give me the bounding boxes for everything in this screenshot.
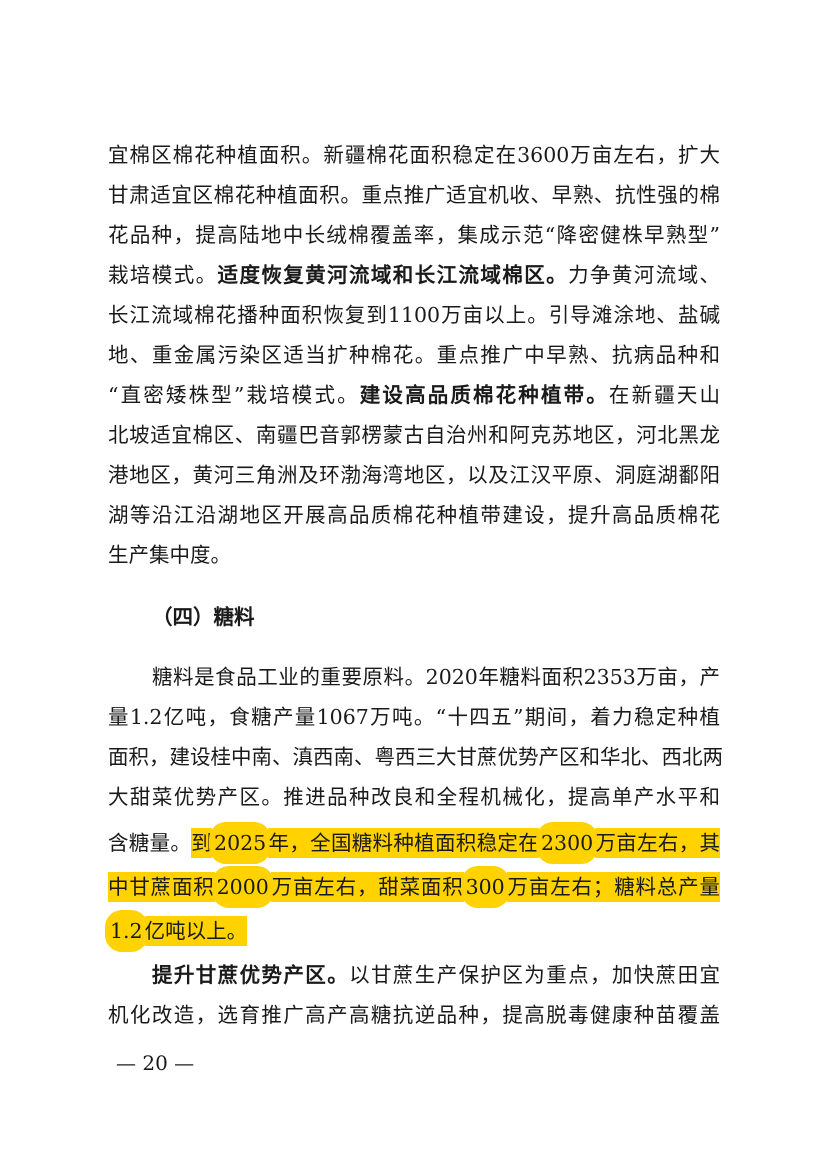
paragraph-line: 港地区，黄河三角洲及环渤海湾地区，以及江汉平原、洞庭湖鄱阳 [108, 463, 720, 487]
bold-subheading: 提升甘蔗优势产区。 [152, 963, 350, 987]
highlighted-number: 2300 [539, 825, 596, 861]
text-run: “直密矮株型”栽培模式。 [108, 383, 360, 407]
highlighted-text: 万亩左右，其 [595, 831, 721, 855]
highlighted-number: 2025 [212, 825, 269, 861]
paragraph-line: 面积，建设桂中南、滇西南、粤西三大甘蔗优势产区和华北、西北两 [108, 745, 723, 769]
paragraph-line-highlighted: 1.2亿吨以上。 [108, 913, 720, 949]
highlighted-text: 到 [191, 831, 213, 855]
paragraph-line: 量1.2亿吨，食糖产量1067万吨。“十四五”期间，着力稳定种植 [108, 705, 720, 729]
paragraph-line: 机化改造，选育推广高产高糖抗逆品种，提高脱毒健康种苗覆盖 [108, 1003, 720, 1027]
paragraph-line: 花品种，提高陆地中长绒棉覆盖率，集成示范“降密健株早熟型” [108, 223, 720, 247]
highlighted-text: 万亩左右；糖料总产量 [506, 875, 721, 899]
paragraph-line: 宜棉区棉花种植面积。新疆棉花面积稳定在3600万亩左右，扩大 [108, 143, 720, 167]
paragraph-line: 地、重金属污染区适当扩种棉花。重点推广中早熟、抗病品种和 [108, 343, 720, 367]
paragraph-line: “直密矮株型”栽培模式。建设高品质棉花种植带。在新疆天山 [108, 378, 720, 412]
paragraph-line: 生产集中度。 [108, 543, 231, 567]
highlighted-number: 300 [463, 869, 507, 905]
text-run: 以甘蔗生产保护区为重点，加快蔗田宜 [349, 963, 721, 987]
paragraph-line: 北坡适宜棉区、南疆巴音郭楞蒙古自治州和阿克苏地区，河北黑龙 [108, 423, 720, 447]
highlighted-number: 1.2 [108, 913, 145, 949]
paragraph-line-highlighted: 中甘蔗面积2000万亩左右，甜菜面积300万亩左右；糖料总产量 [108, 869, 721, 905]
bold-subheading: 适度恢复黄河流域和长江流域棉区。 [217, 263, 569, 287]
paragraph-line: 栽培模式。适度恢复黄河流域和长江流域棉区。力争黄河流域、 [108, 258, 720, 292]
section-heading: （四）糖料 [152, 605, 255, 629]
highlighted-text: 中甘蔗面积 [108, 875, 215, 899]
paragraph-line: 长江流域棉花播种面积恢复到1100万亩以上。引导滩涂地、盐碱 [108, 303, 720, 327]
highlighted-text: 年，全国糖料种植面积稳定在 [268, 831, 540, 855]
highlighted-text: 亿吨以上。 [144, 919, 248, 943]
paragraph-line: 湖等沿江沿湖地区开展高品质棉花种植带建设，提升高品质棉花 [108, 503, 720, 527]
paragraph-line: 大甜菜优势产区。推进品种改良和全程机械化，提高单产水平和 [108, 785, 720, 809]
text-run: 力争黄河流域、 [568, 263, 721, 287]
text-run: 含糖量。 [108, 831, 192, 855]
highlighted-number: 2000 [214, 869, 271, 905]
paragraph-line: 提升甘蔗优势产区。以甘蔗生产保护区为重点，加快蔗田宜 [152, 958, 720, 992]
paragraph-line: 甘肃适宜区棉花种植面积。重点推广适宜机收、早熟、抗性强的棉 [108, 183, 720, 207]
paragraph-line-highlighted: 含糖量。到2025年，全国糖料种植面积稳定在2300万亩左右，其 [108, 825, 721, 861]
text-run: 在新疆天山 [608, 383, 721, 407]
highlighted-text: 万亩左右，甜菜面积 [270, 875, 464, 899]
text-run: 栽培模式。 [108, 263, 218, 287]
paragraph-line: 糖料是食品工业的重要原料。2020年糖料面积2353万亩，产 [152, 665, 720, 689]
bold-subheading: 建设高品质棉花种植带。 [359, 383, 609, 407]
page-number: — 20 — [116, 1051, 195, 1075]
